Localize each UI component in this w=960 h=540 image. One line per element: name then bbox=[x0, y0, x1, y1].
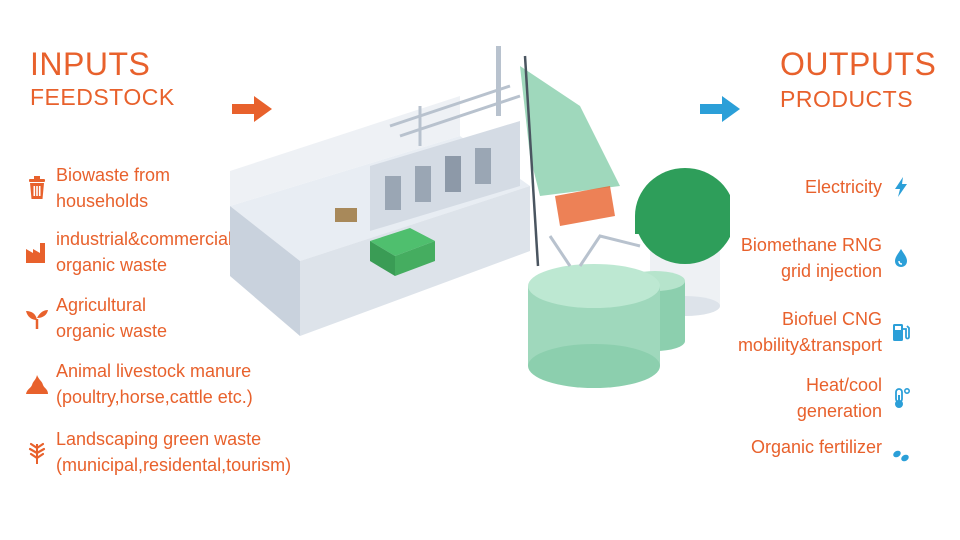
output-item-heat: Heat/cool generation bbox=[797, 372, 912, 424]
output-item-line: Organic fertilizer bbox=[750, 437, 882, 457]
input-item-biowaste: Biowaste from households bbox=[24, 162, 170, 214]
chimney bbox=[496, 46, 501, 116]
output-item-line: mobility&transport bbox=[737, 335, 882, 355]
input-item-line: (municipal,residental,tourism) bbox=[56, 455, 292, 475]
biogas-plant-illustration bbox=[230, 46, 730, 388]
input-item-line: industrial&commercial bbox=[56, 229, 233, 249]
input-item-line: (poultry,horse,cattle etc.) bbox=[56, 387, 253, 407]
inputs-title: INPUTS bbox=[30, 46, 151, 82]
output-item-line: Heat/cool bbox=[805, 375, 882, 395]
output-item-line: Biomethane RNG bbox=[740, 235, 882, 255]
heater-unit bbox=[555, 186, 615, 226]
building-left-wall bbox=[230, 206, 300, 336]
input-item-line: Animal livestock manure bbox=[56, 361, 252, 381]
fertilizer-pellets-icon bbox=[893, 450, 909, 462]
green-container-side bbox=[395, 241, 435, 276]
door-3 bbox=[445, 156, 461, 192]
input-item-manure: Animal livestock manure (poultry,horse,ca… bbox=[24, 358, 253, 410]
thermometer-icon bbox=[895, 387, 911, 408]
door-1 bbox=[385, 176, 401, 210]
door-4 bbox=[475, 148, 491, 184]
water-drop-icon bbox=[895, 249, 907, 267]
output-item-line: Electricity bbox=[804, 177, 882, 197]
green-container-front bbox=[370, 241, 395, 276]
leaf-icon bbox=[28, 442, 46, 464]
output-item-biomethane: Biomethane RNG grid injection bbox=[741, 232, 912, 284]
input-arrow-icon bbox=[232, 96, 272, 122]
output-item-fertilizer: Organic fertilizer bbox=[751, 430, 912, 464]
input-item-line: Agricultural bbox=[56, 295, 147, 315]
output-item-line: grid injection bbox=[780, 261, 882, 281]
input-item-line: organic waste bbox=[56, 255, 168, 275]
sprout-icon bbox=[26, 310, 48, 329]
inputs-subtitle: FEEDSTOCK bbox=[30, 84, 175, 110]
output-arrow-icon bbox=[700, 96, 740, 122]
digester-tank-top bbox=[528, 264, 660, 308]
input-item-industrial: industrial&commercial organic waste bbox=[24, 226, 232, 278]
input-item-line: households bbox=[56, 191, 149, 211]
green-container bbox=[370, 228, 435, 256]
output-item-line: Biofuel CNG bbox=[781, 309, 882, 329]
gas-dome-rim bbox=[635, 216, 730, 234]
input-item-line: Landscaping green waste bbox=[56, 429, 262, 449]
input-item-landscaping: Landscaping green waste (municipal,reside… bbox=[24, 426, 291, 478]
manure-pile-icon bbox=[26, 375, 48, 394]
outputs-title: OUTPUTS bbox=[780, 46, 937, 82]
input-item-agricultural: Agricultural organic waste bbox=[24, 292, 167, 344]
input-item-line: organic waste bbox=[56, 321, 168, 341]
green-panel bbox=[520, 66, 620, 196]
loader bbox=[335, 208, 357, 222]
mast bbox=[523, 55, 540, 267]
door-2 bbox=[415, 166, 431, 202]
lightning-bolt-icon bbox=[895, 177, 907, 197]
output-item-line: generation bbox=[796, 401, 882, 421]
factory-icon bbox=[26, 243, 45, 263]
digester-tank-base bbox=[528, 344, 660, 388]
trash-bin-icon bbox=[29, 176, 45, 199]
building-back-wall bbox=[230, 96, 460, 206]
output-item-electricity: Electricity bbox=[805, 174, 912, 200]
fuel-pump-icon bbox=[893, 324, 910, 341]
output-item-biofuel: Biofuel CNG mobility&transport bbox=[738, 306, 912, 358]
outputs-subtitle: PRODUCTS bbox=[780, 86, 914, 112]
connecting-pipes bbox=[548, 234, 641, 267]
input-item-line: Biowaste from bbox=[56, 165, 171, 185]
